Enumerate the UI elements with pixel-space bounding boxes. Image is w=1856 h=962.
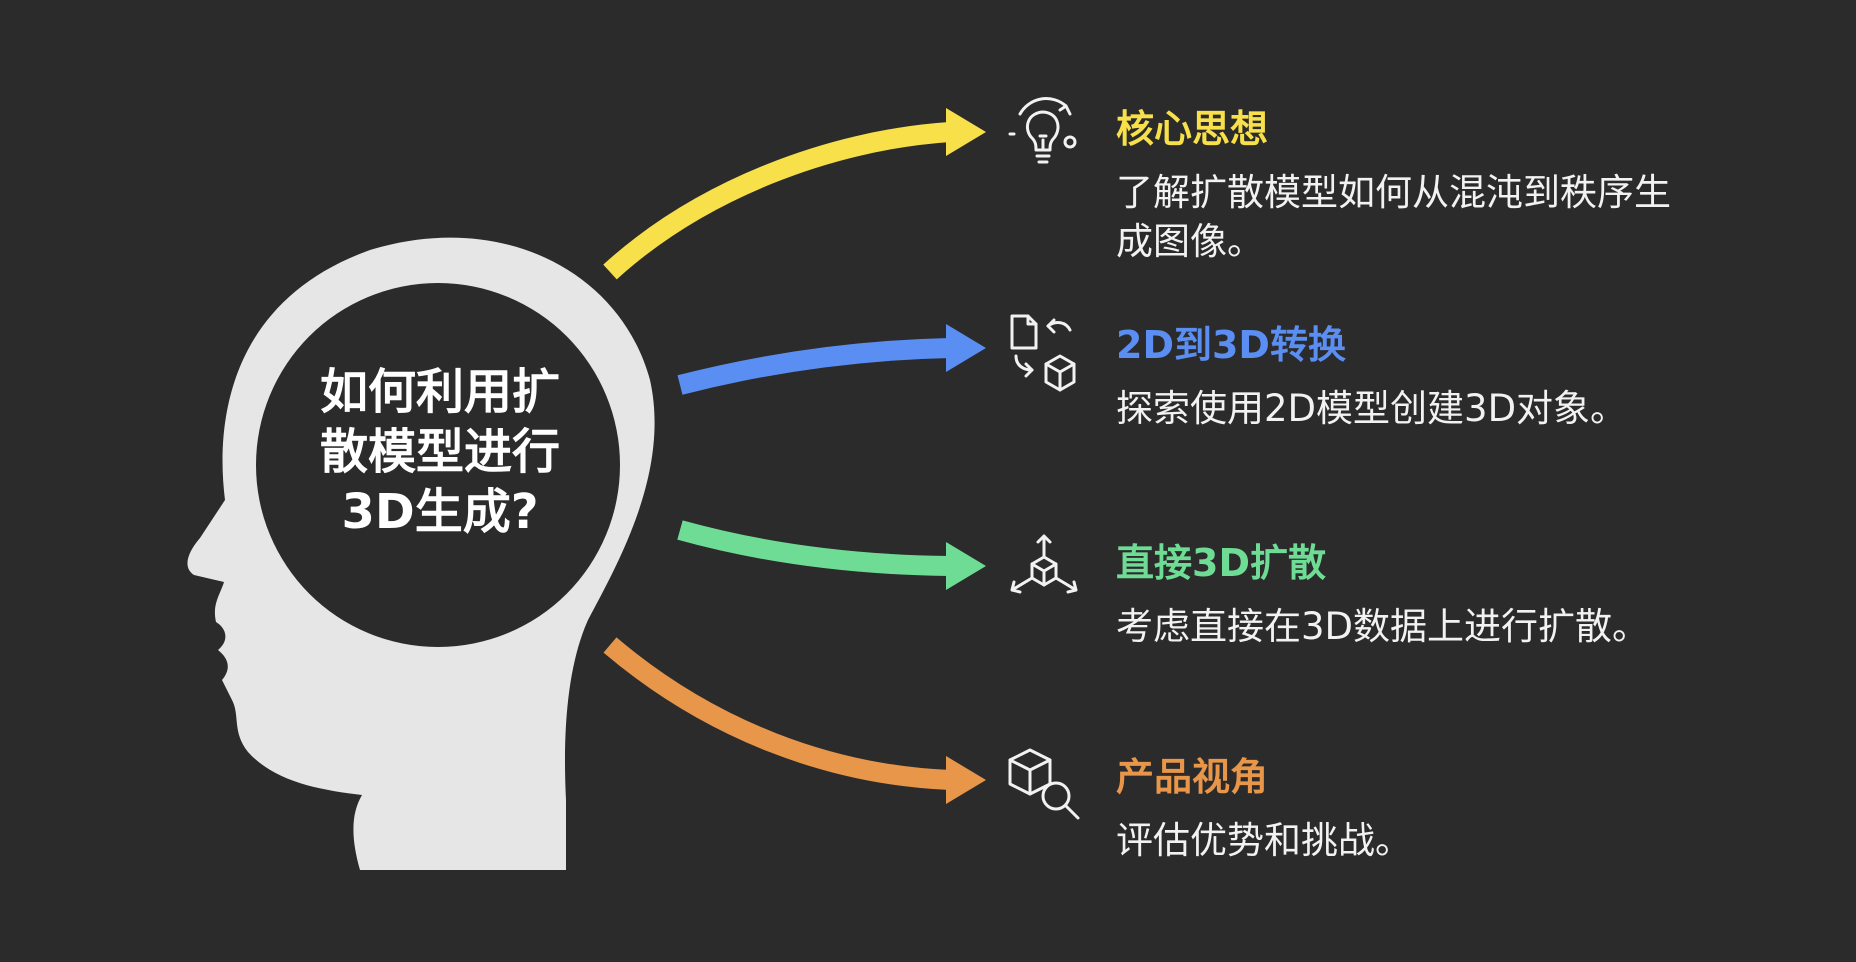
branch-core-idea-description: 了解扩散模型如何从混沌到秩序生成图像。 [1116,171,1671,263]
cube-search-icon [1008,748,1080,820]
arrow-green [677,520,986,590]
branch-product-perspective-title: 产品视角 [1116,755,1269,799]
lightbulb-icon [1008,97,1077,164]
branch-direct-3d-diffusion-description: 考虑直接在3D数据上进行扩散。 [1116,605,1650,648]
central-question: 如何利用扩 散模型进行 3D生成? [290,362,590,542]
branch-2d-to-3d-title: 2D到3D转换 [1116,323,1346,367]
branch-direct-3d-diffusion-title: 直接3D扩散 [1116,541,1326,585]
arrow-blue [677,324,986,395]
branch-core-idea-title: 核心思想 [1116,107,1269,151]
branch-product-perspective-description: 评估优势和挑战。 [1116,819,1412,862]
head-silhouette [187,237,655,871]
arrow-yellow [603,108,986,280]
3d-axes-cube-icon [1010,534,1078,594]
branch-2d-to-3d-description: 探索使用2D模型创建3D对象。 [1116,387,1628,430]
central-question-line-2: 散模型进行 [319,424,560,480]
central-question-line-1: 如何利用扩 [319,364,560,420]
file-to-cube-icon [1010,314,1076,392]
arrow-orange [603,637,986,804]
central-question-line-3: 3D生成? [341,484,539,540]
